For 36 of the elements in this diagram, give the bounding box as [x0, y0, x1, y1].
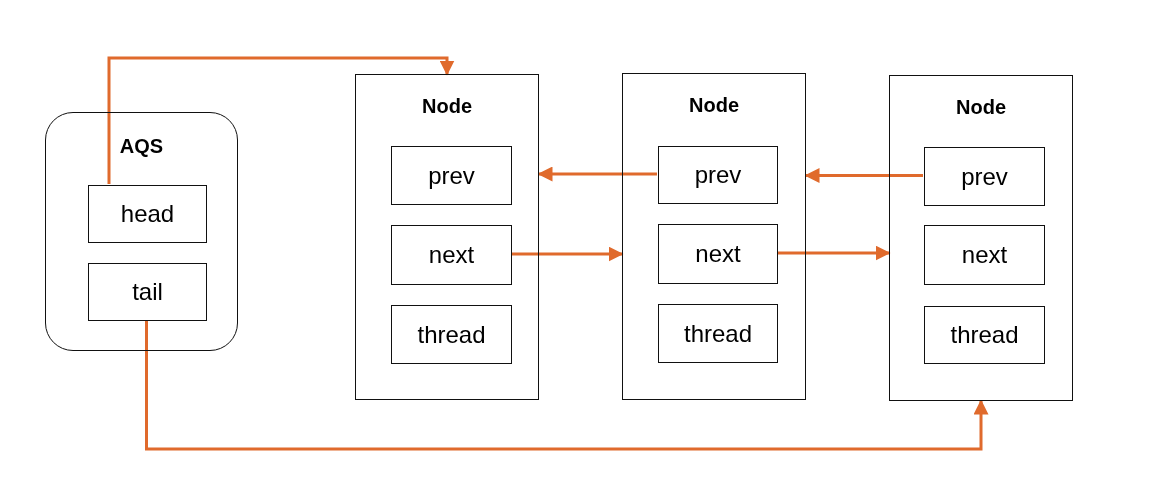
arrow	[537, 166, 657, 182]
field-label: next	[427, 241, 476, 269]
field-box	[924, 225, 1045, 285]
field-box	[658, 224, 778, 284]
box-title: AQS	[118, 135, 165, 158]
arrow	[777, 245, 891, 261]
field-label: thread	[682, 319, 754, 348]
node-box	[622, 73, 806, 400]
field-label: next	[694, 240, 742, 268]
field-box	[391, 146, 512, 205]
field-box	[88, 185, 207, 243]
field-box	[658, 146, 778, 204]
box-title: Node	[421, 95, 473, 118]
arrow	[804, 168, 923, 183]
arrow	[145, 320, 989, 451]
rounded-container-box	[45, 112, 238, 351]
field-box	[88, 263, 207, 321]
field-box	[924, 306, 1045, 364]
field-label: tail	[131, 278, 164, 306]
field-box	[391, 305, 512, 364]
field-box	[658, 304, 778, 363]
field-label: next	[960, 241, 1009, 269]
field-label: thread	[416, 320, 487, 349]
field-label: thread	[949, 321, 1020, 349]
arrow	[107, 56, 455, 184]
node-box	[889, 75, 1073, 401]
field-label: prev	[427, 161, 476, 190]
box-title: Node	[688, 94, 740, 117]
arrow	[511, 246, 624, 262]
field-label: prev	[960, 162, 1009, 191]
box-title: Node	[955, 96, 1007, 119]
field-label: head	[119, 200, 176, 228]
field-box	[924, 147, 1045, 206]
field-box	[391, 225, 512, 285]
node-box	[355, 74, 539, 400]
field-label: prev	[693, 161, 743, 189]
